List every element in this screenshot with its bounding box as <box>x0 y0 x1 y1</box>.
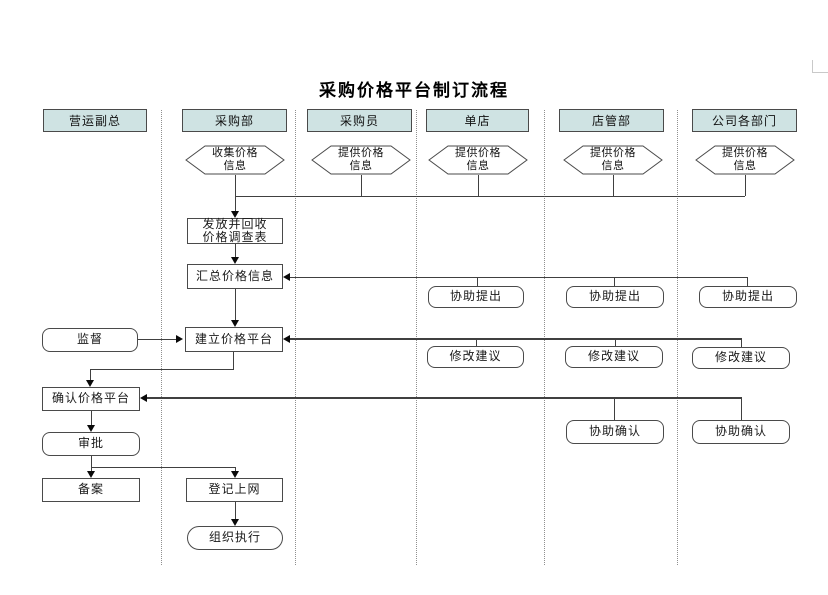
arrow-head <box>87 471 95 478</box>
process-distribute-collect-survey: 发放并回收价格调查表 <box>187 217 283 244</box>
process-register-online: 登记上网 <box>186 478 283 502</box>
flow-connector <box>615 340 616 346</box>
flow-connector <box>235 502 236 520</box>
process-assist-propose-departments: 协助提出 <box>699 286 797 308</box>
process-confirm-price-platform: 确认价格平台 <box>42 387 140 411</box>
flow-connector <box>90 369 234 370</box>
flow-connector <box>361 175 362 196</box>
process-suggest-changes-store-mgmt: 修改建议 <box>565 346 663 368</box>
arrow-head <box>176 335 183 343</box>
flow-connector <box>233 352 234 369</box>
flow-connector <box>745 175 746 196</box>
flow-connector <box>741 399 742 420</box>
process-assist-propose-store: 协助提出 <box>428 286 524 308</box>
flow-connector <box>614 399 615 420</box>
lane-separator <box>295 110 296 565</box>
flow-connector <box>290 338 742 340</box>
flow-connector <box>235 289 236 321</box>
process-supervise: 监督 <box>42 328 138 352</box>
process-summarize-price-info: 汇总价格信息 <box>187 264 283 289</box>
flow-connector <box>235 175 236 196</box>
flow-connector <box>614 277 615 287</box>
process-suggest-changes-departments: 修改建议 <box>692 347 790 369</box>
flow-connector <box>478 175 479 196</box>
arrow-head <box>231 320 239 327</box>
flow-connector <box>477 277 478 287</box>
hexagon-label: 收集价格信息 <box>212 146 258 172</box>
arrow-head <box>86 380 94 387</box>
diagram-title: 采购价格平台制订流程 <box>319 81 509 100</box>
arrow-head <box>231 211 239 218</box>
flow-connector <box>476 340 477 346</box>
arrow-head <box>140 394 147 402</box>
process-approve: 审批 <box>42 432 140 456</box>
lane-separator <box>544 110 545 565</box>
flow-connector <box>613 175 614 196</box>
flow-connector <box>147 397 742 399</box>
lane-header-store-mgmt-dept: 店管部 <box>559 109 664 132</box>
process-assist-propose-store-mgmt: 协助提出 <box>566 286 664 308</box>
flow-connector <box>138 339 176 340</box>
lane-header-company-departments: 公司各部门 <box>692 109 797 132</box>
hexagon-collect-price-info: 收集价格信息 <box>185 145 285 175</box>
hexagon-label: 提供价格信息 <box>338 146 384 172</box>
flow-connector <box>91 456 92 472</box>
hexagon-provide-price-info-store-mgmt: 提供价格信息 <box>563 145 663 175</box>
page-corner-mark <box>812 60 813 72</box>
hexagon-provide-price-info-departments: 提供价格信息 <box>695 145 795 175</box>
lane-header-purchasing-dept: 采购部 <box>182 109 287 132</box>
hexagon-label: 提供价格信息 <box>590 146 636 172</box>
flow-connector <box>290 277 747 278</box>
arrow-head <box>231 257 239 264</box>
terminator-organize-execute: 组织执行 <box>187 526 283 550</box>
lane-header-operations-vp: 营运副总 <box>43 109 147 132</box>
flow-connector <box>91 467 236 468</box>
process-build-price-platform: 建立价格平台 <box>185 327 283 352</box>
hexagon-label: 提供价格信息 <box>455 146 501 172</box>
hexagon-provide-price-info-store: 提供价格信息 <box>428 145 528 175</box>
arrow-head <box>283 273 290 281</box>
lane-header-purchaser: 采购员 <box>307 109 412 132</box>
process-assist-confirm-departments: 协助确认 <box>692 420 790 444</box>
flow-connector <box>90 369 91 381</box>
process-assist-confirm-store-mgmt: 协助确认 <box>566 420 664 444</box>
process-suggest-changes-store: 修改建议 <box>427 346 524 368</box>
hexagon-label: 提供价格信息 <box>722 146 768 172</box>
flow-connector <box>235 244 236 258</box>
page-corner-mark <box>812 72 828 73</box>
flow-connector <box>91 411 92 426</box>
lane-separator <box>161 110 162 565</box>
flow-connector <box>741 340 742 347</box>
hexagon-provide-price-info-purchaser: 提供价格信息 <box>311 145 411 175</box>
lane-header-single-store: 单店 <box>426 109 529 132</box>
lane-separator <box>677 110 678 565</box>
arrow-head <box>283 335 290 343</box>
lane-separator <box>416 110 417 565</box>
flow-connector <box>747 277 748 287</box>
arrow-head <box>87 425 95 432</box>
arrow-head <box>231 471 239 478</box>
flow-connector <box>235 196 745 197</box>
arrow-head <box>231 519 239 526</box>
flow-connector <box>235 196 236 212</box>
process-file-record: 备案 <box>42 478 140 502</box>
flow-connector <box>235 467 236 472</box>
